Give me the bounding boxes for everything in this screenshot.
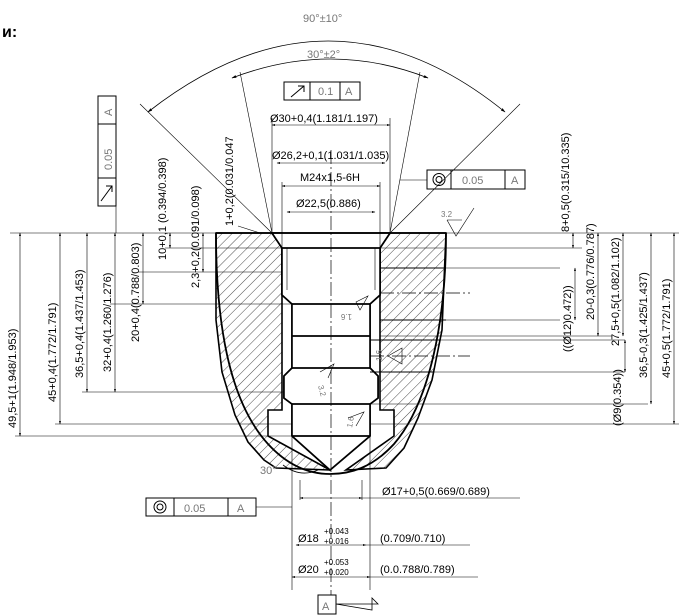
dim-d26: Ø26,2+0,1(1.031/1.035)	[272, 150, 389, 162]
dim-left-d45: 45+0,4(1.772/1.791)	[47, 303, 59, 402]
angle-dimensions: 90°±10° 30°±2° 30°	[139, 13, 521, 477]
dim-bottom-d17: Ø17+0,5(0.669/0.689)	[382, 486, 490, 498]
dim-right-d20-03: 20-0,3(0.776/0.787)	[585, 223, 597, 320]
dim-right-d8: 8+0,5(0.315/10.335)	[560, 133, 572, 232]
dim-right-d36-5: 36,5-0,3(1.425/1.437)	[638, 272, 650, 378]
frame-runout-top-datum: A	[345, 86, 353, 98]
dim-left-d49-5: 49,5+1(1.948/1.953)	[7, 329, 19, 428]
roughness-r2: 1.6	[375, 349, 384, 361]
dim-bottom-d20: Ø20	[298, 564, 319, 576]
angle-outer-label: 90°±10°	[303, 13, 342, 25]
dim-bottom-d20-inch: (0.0.788/0.789)	[380, 564, 455, 576]
dim-d30: Ø30+0,4(1.181/1.197)	[270, 113, 378, 125]
dim-bottom-d20-upper: +0.053	[324, 558, 349, 567]
dim-d22: Ø22,5(0.886)	[296, 198, 361, 210]
roughness-symbols: 3.2 1.6 1.6 3.2 1.6	[316, 207, 475, 428]
frame-conc-bottom-datum: A	[237, 503, 245, 515]
bottom-dimensions: Ø17+0,5(0.669/0.689) Ø18 +0.043 +0.016 (…	[291, 436, 520, 590]
dim-bottom-d18-upper: +0.043	[324, 527, 349, 536]
dim-left-d32: 32+0,4(1.260/1.276)	[102, 273, 114, 372]
dim-thread: M24x1,5-6H	[300, 172, 360, 184]
right-dimensions: 8+0,5(0.315/10.335) 20-0,3(0.776/0.787) …	[370, 133, 679, 426]
dim-left-d20: 20+0,4(0.788/0.803)	[130, 243, 142, 342]
frame-concentricity-right: 0.05 A	[400, 169, 526, 190]
dim-v-small: 1+0,2(0.031/0.047	[224, 136, 236, 226]
roughness-r1: 1.6	[340, 312, 352, 321]
dim-bottom-d18: Ø18	[298, 533, 319, 545]
dim-right-d45: 45+0,5(1.772/1.791)	[661, 279, 673, 378]
roughness-r3: 3.2	[316, 384, 328, 398]
dim-left-d2-3: 2,3+0,2(0.091/0.098)	[190, 186, 202, 288]
frame-runout-left-tol: 0.05	[103, 149, 115, 170]
dim-right-d9: (Ø9(0.354))	[612, 369, 624, 426]
dim-bottom-d18-inch: (0.709/0.710)	[380, 533, 445, 545]
dim-left-d10: 10+0,1 (0.394/0.398)	[157, 158, 169, 260]
frame-runout-top-tol: 0.1	[318, 86, 333, 98]
datum-a-label: A	[317, 594, 379, 615]
dim-left-d36-5: 36,5+0,4(1.437/1.453)	[74, 269, 86, 378]
dim-right-d27-5: 27,5+0,5(1.082/1.102)	[610, 237, 622, 346]
frame-concentricity-bottom: 0.05 A	[145, 497, 292, 517]
dim-bottom-d20-lower: +0.020	[324, 568, 349, 577]
frame-conc-bottom-tol: 0.05	[184, 503, 205, 515]
svg-text:A: A	[322, 601, 330, 613]
angle-tip-label: 30°	[260, 465, 277, 477]
frame-conc-right-tol: 0.05	[462, 175, 483, 187]
roughness-r4: 1.6	[345, 415, 356, 428]
dim-right-d12: ((Ø12)0.472))	[562, 285, 574, 352]
frame-runout-left: 0.05 A	[97, 95, 117, 233]
corner-label: и:	[2, 24, 18, 41]
top-dimensions: Ø30+0,4(1.181/1.197) Ø26,2+0,1(1.031/1.0…	[224, 113, 391, 248]
left-dimensions: 10+0,1 (0.394/0.398) 2,3+0,2(0.091/0.098…	[7, 158, 292, 437]
dim-bottom-d18-lower: +0.016	[324, 537, 349, 546]
frame-conc-right-datum: A	[511, 175, 519, 187]
outer-contour	[215, 232, 447, 475]
frame-runout-left-datum: A	[103, 108, 115, 116]
body-left-section	[215, 232, 331, 471]
roughness-main: 3.2	[441, 210, 453, 219]
centerlines	[330, 150, 470, 595]
frame-runout-top: 0.1 A	[283, 81, 361, 101]
angle-inner-label: 30°±2°	[307, 49, 340, 61]
